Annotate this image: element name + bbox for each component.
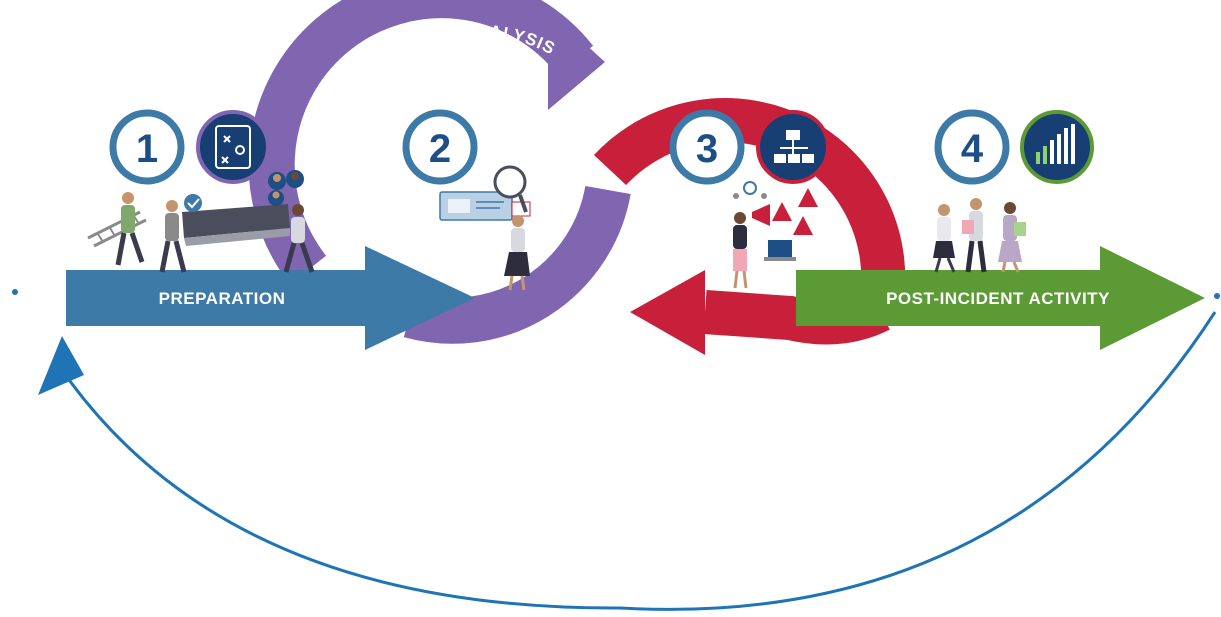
- preparation-label: PREPARATION: [159, 289, 286, 308]
- step-badge-3: 3: [669, 109, 745, 185]
- panel-board-icon: [182, 204, 290, 246]
- step-badge-2: 2: [402, 109, 478, 185]
- preparation-team-illustration: [87, 170, 315, 273]
- megaphone-icon: [752, 204, 770, 226]
- person-figure: [733, 212, 748, 289]
- strategy-notebook-icon: [196, 110, 270, 184]
- containment-responder-illustration: [733, 181, 818, 289]
- document-icon: [1014, 222, 1026, 236]
- organization-chart-icon: [756, 110, 830, 184]
- warning-icon: [793, 216, 813, 235]
- document-icon: [962, 220, 974, 234]
- post-incident-team-illustration: [933, 198, 1026, 273]
- step-number-4: 4: [961, 127, 984, 171]
- person-figure: [159, 200, 187, 273]
- person-figure: [115, 192, 145, 266]
- checkmark-icon: [184, 194, 202, 212]
- step-number-3: 3: [696, 127, 718, 171]
- post-incident-arrow: [796, 246, 1205, 350]
- post-incident-label: POST-INCIDENT ACTIVITY: [886, 289, 1110, 308]
- magnifying-glass-icon: [493, 165, 528, 213]
- step-badge-4: 4: [934, 109, 1010, 185]
- step-number-1: 1: [136, 127, 158, 171]
- detection-analyst-illustration: [439, 165, 531, 291]
- laptop-icon: [764, 240, 796, 261]
- person-figure: [933, 204, 956, 273]
- dashboard-screen-icon: [439, 191, 531, 221]
- warning-icon: [772, 202, 792, 221]
- step-badge-1: 1: [109, 109, 185, 185]
- warning-icon: [798, 188, 818, 207]
- avatar-icon: [268, 172, 286, 190]
- person-figure: [283, 204, 315, 273]
- step-number-2: 2: [429, 127, 451, 171]
- preparation-arrow: [66, 246, 475, 350]
- avatar-icon: [268, 190, 284, 206]
- bar-chart-icon: [1020, 110, 1094, 184]
- person-figure: [965, 198, 987, 273]
- gear-network-icon: [733, 181, 767, 199]
- avatar-icon: [286, 170, 304, 188]
- person-figure: [504, 215, 530, 291]
- person-figure: [998, 202, 1022, 273]
- feedback-loop-arc: [12, 289, 1220, 611]
